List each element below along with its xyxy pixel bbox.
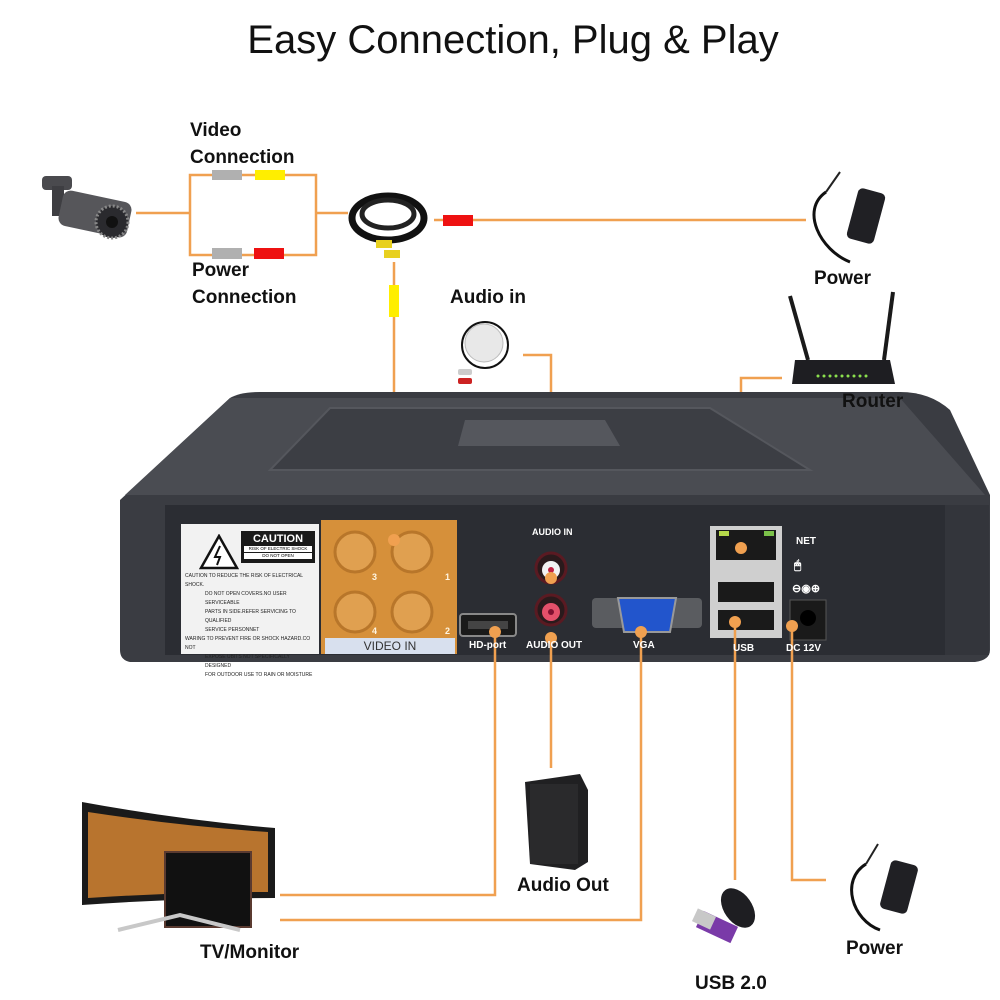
video-connection-label: Video Connection [190, 120, 295, 168]
audio-out-jack [534, 593, 568, 627]
net-usb-block [710, 526, 782, 638]
hdmi-port [459, 613, 517, 637]
power-plug-red [254, 248, 284, 259]
channel-1: 1 [445, 572, 451, 582]
router-label: Router [842, 391, 904, 412]
split-cable-frame [188, 173, 318, 257]
speaker-icon [525, 774, 588, 870]
hd-port-label: HD-port [469, 640, 507, 651]
power-adapter-icon [812, 171, 886, 264]
channel-3: 3 [372, 572, 378, 582]
audio-in-port-label: AUDIO IN [532, 527, 573, 537]
vga-port-label: VGA [633, 640, 655, 651]
power-connection-label: Power Connection [192, 260, 297, 308]
router-icon [788, 291, 895, 384]
video-plug-yellow [255, 170, 285, 180]
power-label-top: Power [814, 268, 872, 289]
cable-coil-icon [348, 192, 428, 258]
power-plug-gray [212, 248, 242, 259]
dc-power-cable [790, 626, 826, 882]
caution-heading: CAUTION RISK OF ELECTRIC SHOCK DO NOT OP… [241, 531, 315, 563]
dc-port-label: DC 12V [786, 643, 822, 654]
audio-out-port-label: AUDIO OUT [526, 640, 583, 651]
warning-triangle-icon [199, 534, 239, 570]
hdmi-cable [280, 632, 497, 897]
channel-2: 2 [445, 626, 451, 636]
tv-monitor-label: TV/Monitor [200, 942, 300, 963]
usb-label: USB 2.0 [695, 973, 767, 994]
connection-dots [388, 534, 798, 644]
video-plug-gray [212, 170, 242, 180]
usb-port-label: USB [733, 643, 755, 654]
power-adapter-bottom-icon [850, 843, 918, 932]
microphone-icon [458, 321, 509, 384]
dc-jack [789, 599, 827, 641]
mouse-symbol-icon: 🖱 [794, 558, 802, 572]
power-label-bottom: Power [846, 938, 904, 959]
monitor-icon [82, 802, 275, 932]
net-port-label: NET [796, 536, 816, 547]
audio-out-label: Audio Out [517, 875, 609, 896]
polarity-icon: ⊖◉⊕ [792, 583, 821, 595]
video-in-label: VIDEO IN [325, 638, 455, 654]
usb-devices-icon [691, 888, 756, 944]
video-plug-down [389, 285, 399, 317]
channel-4: 4 [372, 626, 378, 636]
diagram-title: Easy Connection, Plug & Play [247, 18, 779, 62]
vga-cable [280, 630, 643, 922]
bnc-connectors [333, 530, 434, 634]
camera-icon [42, 176, 132, 240]
vga-port [592, 597, 702, 633]
power-plug-top [443, 215, 473, 226]
audio-in-label: Audio in [450, 287, 526, 308]
caution-text: CAUTION TO REDUCE THE RISK OF ELECTRICAL… [185, 573, 313, 678]
